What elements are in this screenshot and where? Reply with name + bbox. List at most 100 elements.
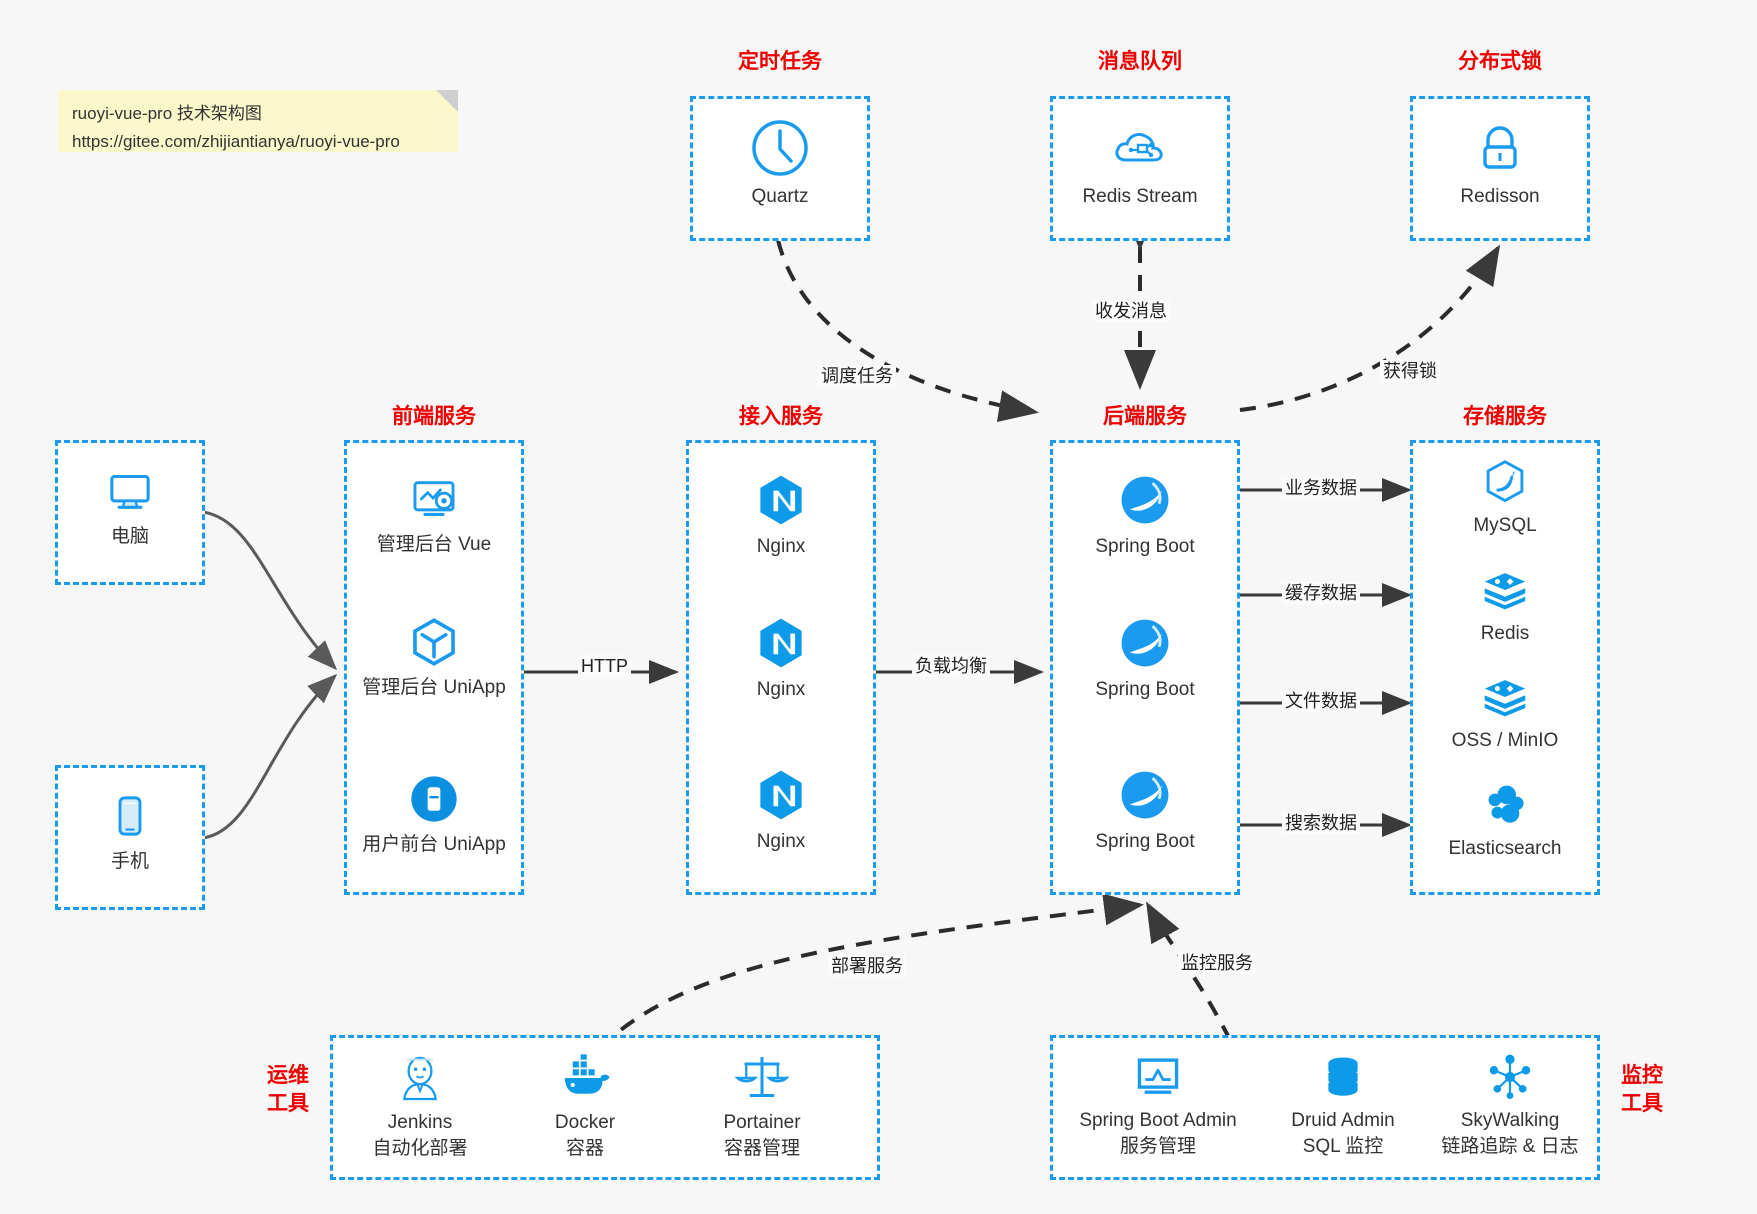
edge-label-http: HTTP: [578, 655, 631, 677]
elasticsearch-icon: [1488, 785, 1524, 823]
diagram-note: ruoyi-vue-pro 技术架构图 https://gitee.com/zh…: [58, 90, 458, 152]
node-label-springboot-2: Spring Boot: [1095, 679, 1195, 700]
node-redis-stream[interactable]: Redis Stream: [1050, 116, 1230, 210]
node-label-portainer: Portainer: [723, 1112, 801, 1133]
node-label-quartz: Quartz: [751, 186, 809, 207]
edge-label-schedule-task: 调度任务: [818, 365, 896, 387]
group-title-ops: 运维 工具: [258, 1062, 318, 1118]
edge-label-load-balance: 负载均衡: [912, 655, 990, 677]
node-label-druid-admin: Druid Admin: [1291, 1110, 1395, 1131]
group-device-phone: [55, 765, 205, 910]
node-user-uniapp[interactable]: 用户前台 UniApp: [344, 770, 524, 858]
group-title-ops-line1: 运维: [267, 1064, 309, 1087]
monitor-chart-icon: [1137, 1058, 1179, 1094]
node-nginx-1[interactable]: Nginx: [686, 470, 876, 560]
node-druid-admin[interactable]: Druid Admin SQL 监控: [1258, 1050, 1428, 1160]
node-spring-boot-admin[interactable]: Spring Boot Admin 服务管理: [1058, 1050, 1258, 1160]
node-redis[interactable]: Redis: [1410, 563, 1600, 647]
group-title-scheduler: 定时任务: [738, 50, 822, 73]
node-label-spring-boot-admin: Spring Boot Admin: [1079, 1110, 1237, 1131]
edge-label-cache-data: 缓存数据: [1282, 582, 1360, 604]
node-mysql[interactable]: MySQL: [1410, 455, 1600, 539]
node-quartz[interactable]: Quartz: [690, 116, 870, 210]
node-label-admin-uniapp: 管理后台 UniApp: [362, 677, 506, 698]
node-admin-uniapp[interactable]: 管理后台 UniApp: [344, 613, 524, 701]
node-springboot-1[interactable]: Spring Boot: [1050, 470, 1240, 560]
node-portainer[interactable]: Portainer 容器管理: [672, 1050, 852, 1162]
group-title-monitor-line2: 工具: [1621, 1092, 1663, 1115]
node-label-pc: 电脑: [110, 526, 149, 547]
group-mq: [1050, 96, 1230, 241]
edge-label-file-data: 文件数据: [1282, 690, 1360, 712]
spring-boot-icon: [1121, 619, 1169, 667]
node-phone[interactable]: 手机: [55, 787, 205, 875]
clock-icon: [752, 120, 808, 176]
node-sublabel-jenkins: 自动化部署: [372, 1138, 468, 1159]
docker-whale-icon: [564, 1054, 610, 1094]
note-line-title: ruoyi-vue-pro 技术架构图: [72, 104, 262, 123]
node-docker[interactable]: Docker 容器: [505, 1050, 665, 1162]
node-label-jenkins: Jenkins: [387, 1112, 453, 1133]
group-title-backend: 后端服务: [1103, 405, 1187, 428]
group-title-lock: 分布式锁: [1458, 50, 1542, 73]
jenkins-butler-icon: [402, 1056, 438, 1101]
node-nginx-2[interactable]: Nginx: [686, 613, 876, 703]
group-title-storage: 存储服务: [1463, 405, 1547, 428]
node-sublabel-skywalking: 链路追踪 & 日志: [1441, 1136, 1579, 1157]
node-redisson[interactable]: Redisson: [1410, 116, 1590, 210]
group-ops-tools: [330, 1035, 880, 1180]
edge-label-deploy-service: 部署服务: [828, 955, 906, 977]
node-label-springboot-1: Spring Boot: [1095, 536, 1195, 557]
node-skywalking[interactable]: SkyWalking 链路追踪 & 日志: [1415, 1050, 1605, 1160]
node-label-nginx-2: Nginx: [756, 679, 806, 700]
node-label-elasticsearch: Elasticsearch: [1448, 838, 1562, 859]
nginx-icon: [760, 475, 802, 525]
edge-label-search-data: 搜索数据: [1282, 812, 1360, 834]
dashboard-gear-icon: [413, 481, 455, 516]
node-label-phone: 手机: [110, 851, 149, 872]
group-title-gateway: 接入服务: [739, 405, 823, 428]
node-label-admin-vue: 管理后台 Vue: [376, 534, 492, 555]
mobile-app-icon: [411, 776, 457, 822]
node-elasticsearch[interactable]: Elasticsearch: [1410, 778, 1600, 862]
edge-label-monitor-service: 监控服务: [1178, 952, 1256, 974]
skywalking-icon: [1489, 1054, 1531, 1099]
node-label-nginx-1: Nginx: [756, 536, 806, 557]
lock-icon: [1483, 126, 1517, 169]
node-admin-vue[interactable]: 管理后台 Vue: [344, 470, 524, 558]
node-label-mysql: MySQL: [1473, 515, 1537, 536]
redis-stack-icon: [1484, 573, 1526, 610]
group-title-ops-line2: 工具: [267, 1092, 309, 1115]
node-pc[interactable]: 电脑: [55, 462, 205, 550]
node-label-springboot-3: Spring Boot: [1095, 831, 1195, 852]
oss-stack-icon: [1484, 680, 1526, 717]
node-sublabel-docker: 容器: [565, 1138, 604, 1159]
group-title-monitor-line1: 监控: [1621, 1064, 1663, 1087]
group-title-monitor: 监控 工具: [1612, 1062, 1672, 1118]
group-device-pc: [55, 440, 205, 585]
uniapp-hexagon-icon: [413, 618, 455, 666]
node-nginx-3[interactable]: Nginx: [686, 765, 876, 855]
edge-label-send-receive-message: 收发消息: [1092, 300, 1170, 322]
node-label-skywalking: SkyWalking: [1460, 1110, 1560, 1131]
note-fold-corner: [436, 90, 458, 112]
node-label-user-uniapp: 用户前台 UniApp: [362, 834, 506, 855]
group-title-frontend: 前端服务: [392, 405, 476, 428]
group-scheduler: [690, 96, 870, 241]
nginx-icon: [760, 770, 802, 820]
mysql-dolphin-icon: [1486, 460, 1524, 503]
node-jenkins[interactable]: Jenkins 自动化部署: [340, 1050, 500, 1162]
node-label-redis: Redis: [1480, 623, 1530, 644]
database-icon: [1328, 1057, 1358, 1096]
node-label-redisson: Redisson: [1460, 186, 1540, 207]
node-springboot-2[interactable]: Spring Boot: [1050, 613, 1240, 703]
node-oss[interactable]: OSS / MinIO: [1410, 670, 1600, 754]
node-springboot-3[interactable]: Spring Boot: [1050, 765, 1240, 855]
node-sublabel-spring-boot-admin: 服务管理: [1119, 1136, 1196, 1157]
node-sublabel-druid-admin: SQL 监控: [1302, 1136, 1384, 1157]
node-label-redis-stream: Redis Stream: [1082, 186, 1198, 207]
node-label-docker: Docker: [554, 1112, 616, 1133]
desktop-monitor-icon: [110, 474, 150, 509]
note-line-url: https://gitee.com/zhijiantianya/ruoyi-vu…: [72, 132, 400, 151]
